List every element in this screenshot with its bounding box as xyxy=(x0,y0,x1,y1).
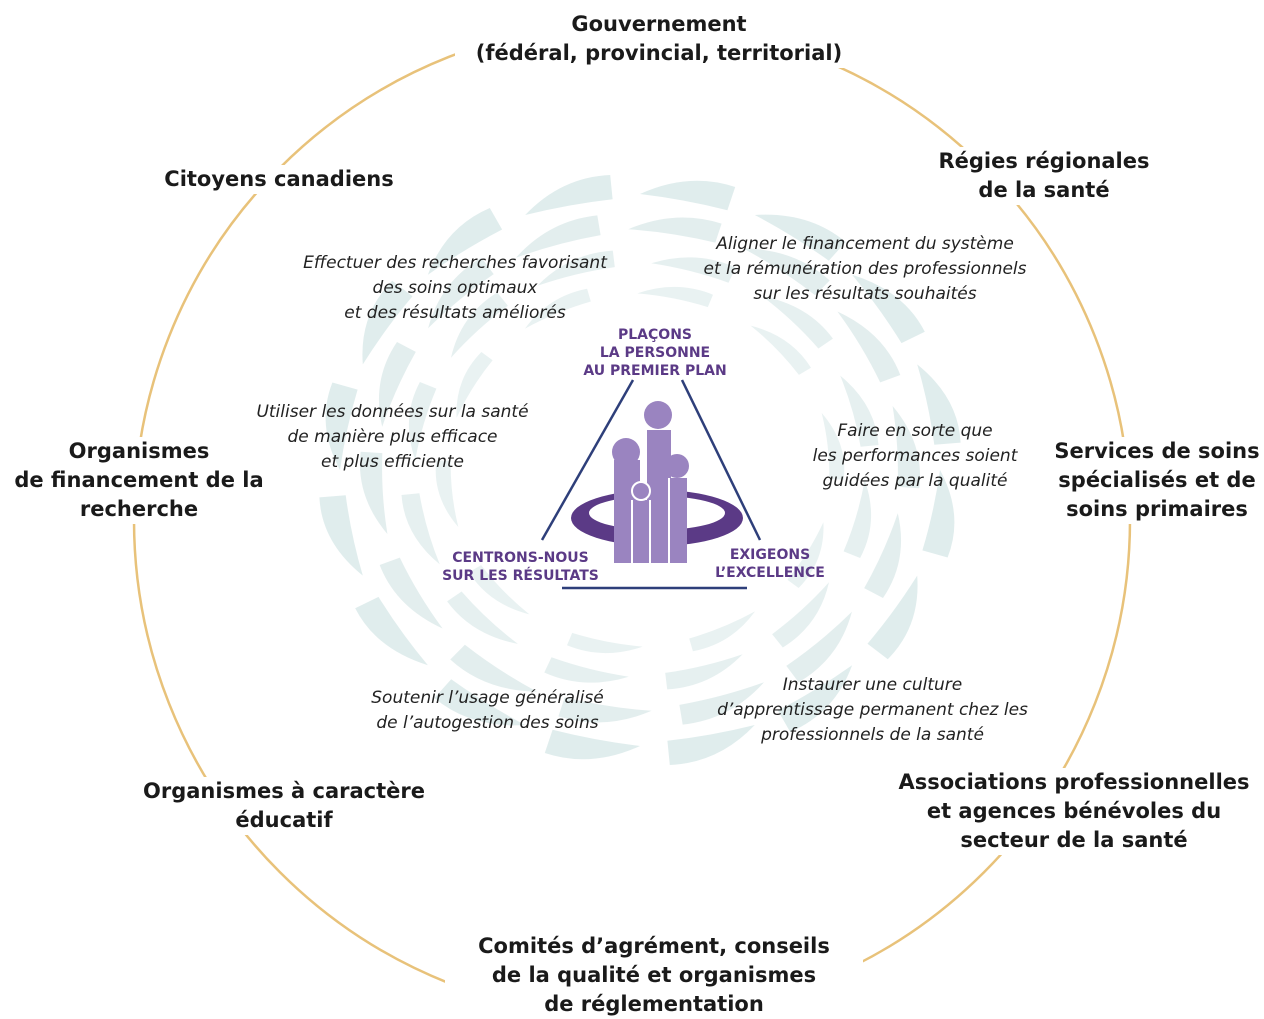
swirl-arc xyxy=(786,611,852,683)
swirl-arc xyxy=(525,175,613,215)
strategy-funding: Aligner le financement du système et la … xyxy=(703,234,1027,304)
icon-bar-small xyxy=(632,500,650,563)
stakeholder-education: Organismes à caractère éducatif xyxy=(125,777,443,835)
swirl-arc xyxy=(451,292,508,358)
stakeholder-citizens: Citoyens canadiens xyxy=(150,165,408,194)
swirl-arc xyxy=(516,215,601,258)
swirl-arc xyxy=(667,725,755,765)
swirl-arc xyxy=(435,460,459,527)
swirl-arc xyxy=(362,280,413,365)
swirl-arc xyxy=(867,575,918,660)
triangle-right-edge xyxy=(680,379,762,541)
swirl-arc xyxy=(355,596,428,666)
swirl-arc xyxy=(434,679,526,726)
swirl-arc xyxy=(852,274,925,344)
swirl-arc xyxy=(469,565,530,615)
people-bar-chart-icon xyxy=(571,401,743,563)
swirl-arc xyxy=(762,296,833,349)
icon-bar-right xyxy=(665,478,687,563)
swirl-arc xyxy=(843,480,872,558)
swirl-arc xyxy=(787,522,824,588)
swirl-arc xyxy=(840,375,879,447)
stakeholder-government: Gouvernement (fédéral, provincial, terri… xyxy=(455,10,863,68)
swirl-arc xyxy=(537,250,615,286)
swirl-arc xyxy=(917,364,961,445)
icon-head-small xyxy=(631,481,651,501)
swirl-arc xyxy=(319,495,363,576)
swirl-decoration xyxy=(319,175,961,765)
swirl-arc xyxy=(665,654,743,690)
strategy-data: Utiliser les données sur la santé de man… xyxy=(256,402,529,472)
swirl-arc xyxy=(689,611,755,652)
strategy-self-management: Soutenir l’usage généralisé de l’autoges… xyxy=(371,688,604,733)
swirl-arc xyxy=(359,451,388,534)
stakeholder-care-services: Services de soins spécialisés et de soin… xyxy=(1050,437,1264,524)
swirl-arc xyxy=(567,632,643,654)
stakeholder-regional-health: Régies régionales de la santé xyxy=(915,147,1173,205)
principle-excellence: EXIGEONS L’EXCELLENCE xyxy=(715,547,825,581)
swirl-arc xyxy=(447,591,518,644)
swirl-arc xyxy=(754,214,846,261)
swirl-arc xyxy=(427,208,503,275)
icon-head-right xyxy=(665,454,689,478)
swirl-arc xyxy=(892,406,921,489)
icon-head-left xyxy=(612,438,640,466)
swirl-arc xyxy=(628,217,722,243)
strategy-quality: Faire en sorte que les performances soie… xyxy=(812,421,1018,491)
stakeholder-professional-associations: Associations professionnelles et agences… xyxy=(885,768,1263,855)
swirl-arc xyxy=(544,657,629,683)
swirl-arc xyxy=(743,248,830,296)
swirl-arc xyxy=(864,513,902,598)
stakeholder-accreditation: Comités d’agrément, conseils de la quali… xyxy=(445,932,863,1019)
swirl-arc xyxy=(637,286,713,308)
principle-results: CENTRONS-NOUS SUR LES RÉSULTATS xyxy=(442,550,599,584)
swirl-arc xyxy=(679,682,764,725)
swirl-arc xyxy=(379,557,443,629)
swirl-arc xyxy=(456,352,493,418)
swirl-arc xyxy=(750,325,811,375)
strategy-research: Effectuer des recherches favorisant des … xyxy=(303,253,607,323)
swirl-arc xyxy=(428,257,494,329)
principle-person-first: PLAÇONS LA PERSONNE AU PREMIER PLAN xyxy=(583,327,727,379)
swirl-arc xyxy=(777,665,853,732)
stakeholder-research-funding: Organismes de financement de la recherch… xyxy=(0,437,278,524)
icon-head-center xyxy=(644,401,672,429)
swirl-arc xyxy=(558,697,652,723)
swirl-arc xyxy=(325,382,358,470)
swirl-arc xyxy=(922,470,955,558)
swirl-arc xyxy=(378,342,416,427)
swirl-arc xyxy=(651,257,736,283)
swirl-arc xyxy=(401,493,440,565)
swirl-arc xyxy=(837,311,901,383)
principles-triangle xyxy=(540,379,762,590)
swirl-arc xyxy=(408,382,437,460)
triangle-left-edge xyxy=(540,379,635,541)
strategy-learning: Instaurer une culture d’apprentissage pe… xyxy=(717,675,1028,745)
swirl-arc xyxy=(821,413,845,480)
swirl-arc xyxy=(525,288,591,329)
swirl-arc xyxy=(450,644,537,692)
swirl-arc xyxy=(640,180,736,211)
swirl-arc xyxy=(544,729,640,760)
swirl-arc xyxy=(772,582,829,648)
